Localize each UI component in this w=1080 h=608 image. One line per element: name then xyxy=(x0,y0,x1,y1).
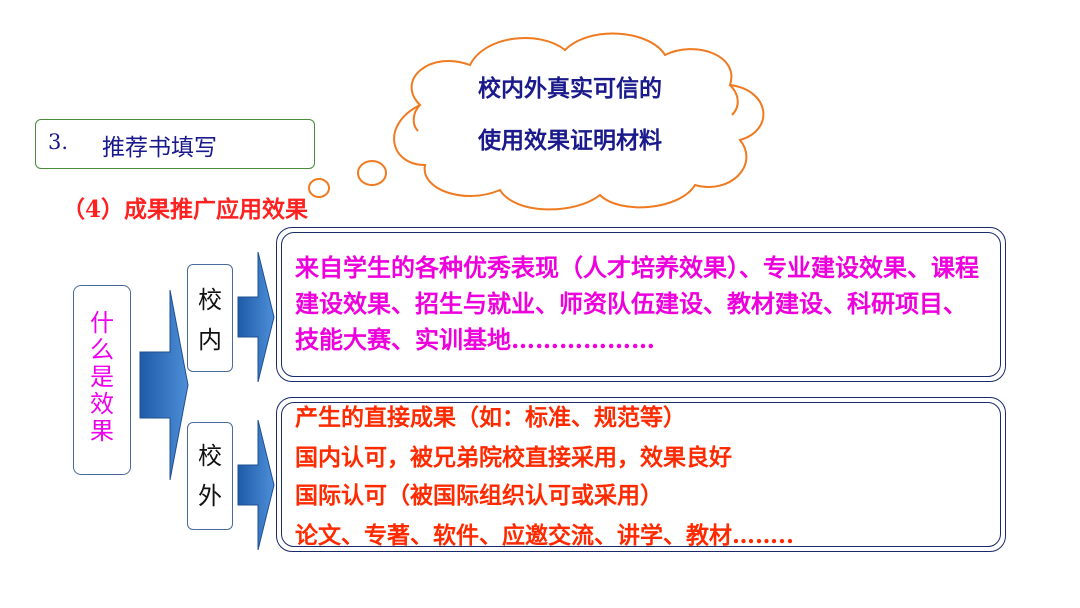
external-line: 论文、专著、软件、应邀交流、讲学、教材…….. xyxy=(295,522,795,549)
section-title: 推荐书填写 xyxy=(102,135,217,161)
external-arrow xyxy=(237,420,275,550)
external-line: 产生的直接成果（如：标准、规范等） xyxy=(295,404,686,431)
question-char: 什 xyxy=(90,309,114,337)
internal-arrow xyxy=(237,252,275,382)
question-char: 么 xyxy=(90,336,114,364)
internal-label-char: 内 xyxy=(198,326,222,354)
external-label-char: 外 xyxy=(198,482,222,510)
internal-content-box xyxy=(276,227,1006,382)
section-box xyxy=(35,119,315,169)
external-label-box xyxy=(187,422,233,530)
internal-content-text: 来自学生的各种优秀表现（人才培养效果）、专业建设效果、课程建设效果、招生与就业、… xyxy=(295,253,979,354)
cloud-shape xyxy=(393,32,765,211)
external-content-box xyxy=(276,397,1006,552)
subtitle: （4）成果推广应用效果 xyxy=(62,196,309,223)
external-line: 国际认可（被国际组织认可或采用） xyxy=(295,482,663,509)
cloud-line-1: 校内外真实可信的 xyxy=(478,76,662,102)
cloud-bubble-large xyxy=(357,160,387,186)
bracket-arrow-main xyxy=(139,290,189,480)
internal-label-box xyxy=(187,264,233,372)
section-number: 3. xyxy=(48,130,69,154)
question-char: 果 xyxy=(90,417,114,445)
question-char: 是 xyxy=(90,363,114,391)
thought-cloud xyxy=(308,32,765,211)
cloud-line-2: 使用效果证明材料 xyxy=(478,128,662,154)
question-text: 什 么 是 效 果 xyxy=(73,310,131,445)
question-box xyxy=(73,285,131,475)
internal-label-char: 校 xyxy=(198,286,222,314)
external-line: 国内认可，被兄弟院校直接采用，效果良好 xyxy=(295,444,732,471)
external-label-char: 校 xyxy=(198,442,222,470)
question-char: 效 xyxy=(90,390,114,418)
cloud-bubble-small xyxy=(308,178,330,198)
